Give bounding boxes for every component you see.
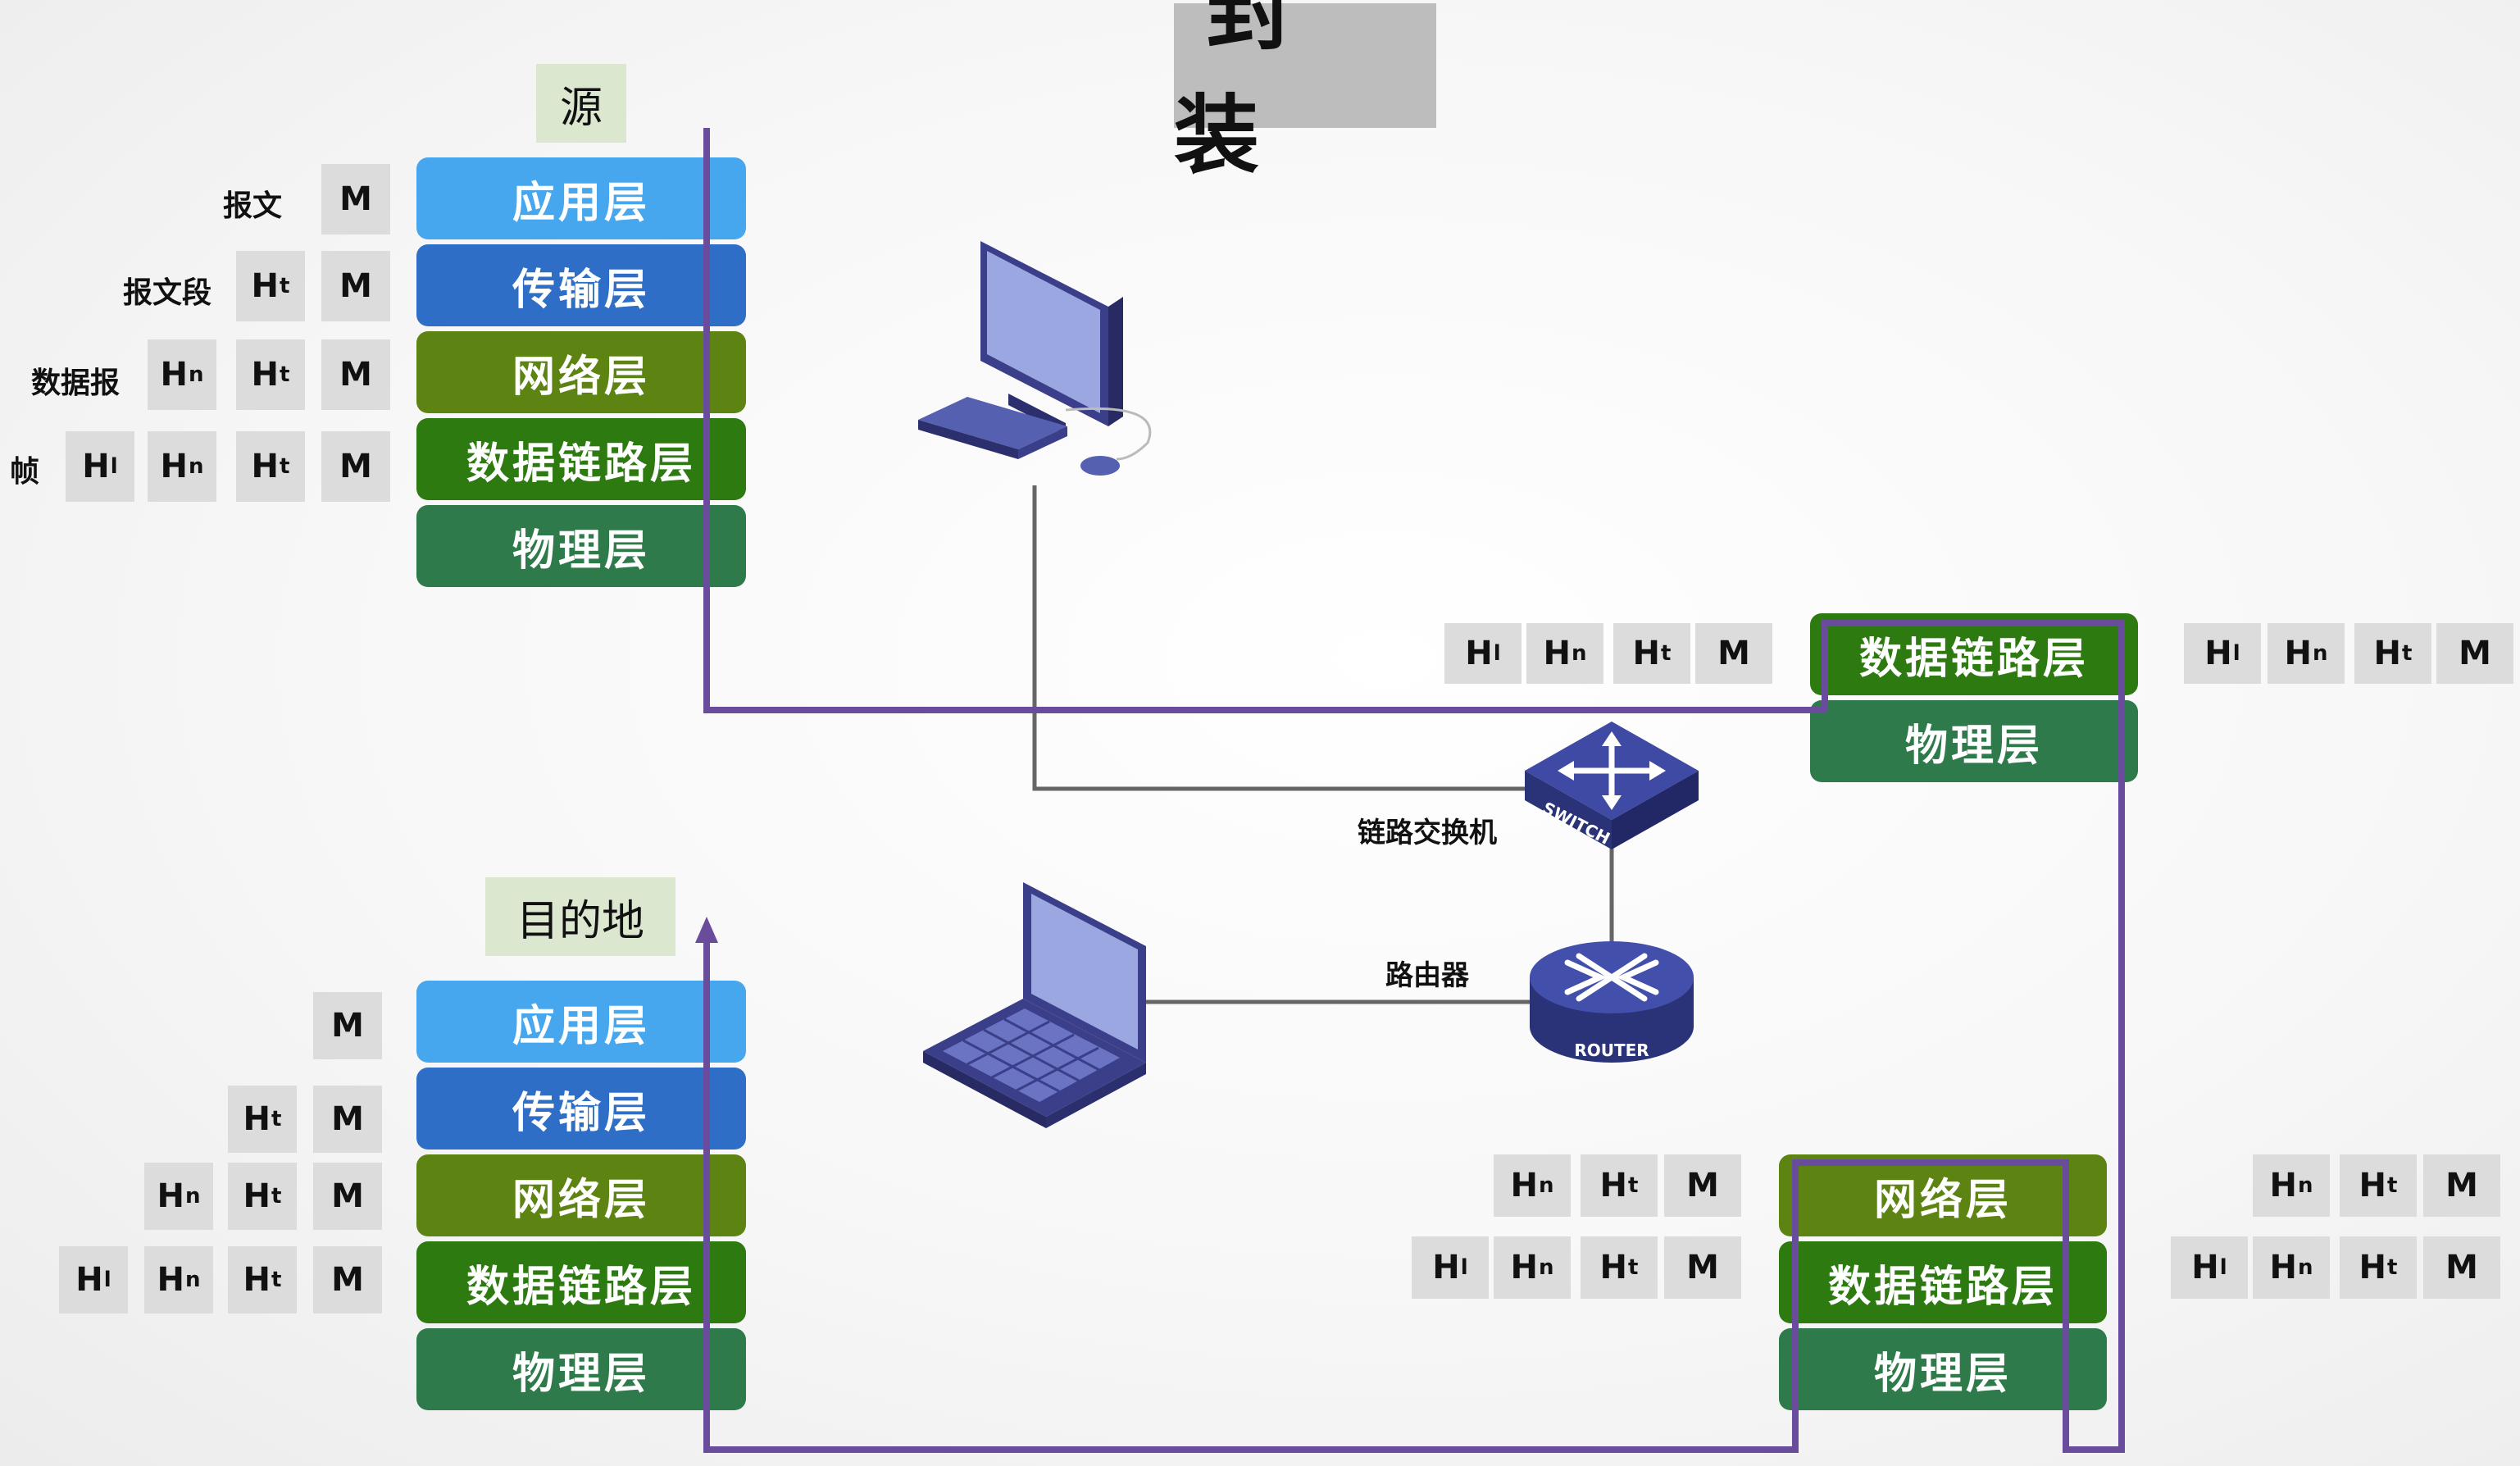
destination-layer-network: 网络层 xyxy=(416,1154,746,1236)
switch-label: 链路交换机 xyxy=(1358,817,1497,849)
header-m: M xyxy=(2436,623,2513,684)
header-m: M xyxy=(1664,1236,1741,1299)
router-layer-network: 网络层 xyxy=(1779,1154,2107,1236)
header-m: M xyxy=(313,992,382,1059)
path-arrow-head xyxy=(695,917,718,943)
router-layer-physical: 物理层 xyxy=(1779,1328,2107,1410)
row-label-datagram: 数据报 xyxy=(30,366,120,400)
header-m: M xyxy=(313,1163,382,1230)
source-caption: 源 xyxy=(536,64,626,143)
svg-text:ROUTER: ROUTER xyxy=(1574,1040,1649,1060)
page-title: 封 装 xyxy=(1174,0,1436,185)
header-m: M xyxy=(2423,1236,2500,1299)
source-layer-physical: 物理层 xyxy=(416,505,746,587)
destination-layer-application: 应用层 xyxy=(416,981,746,1063)
encapsulation-path xyxy=(695,128,2125,1453)
header-m: M xyxy=(321,339,390,410)
destination-layer-transport: 传输层 xyxy=(416,1068,746,1150)
header-m: M xyxy=(321,164,390,234)
source-layer-datalink: 数据链路层 xyxy=(416,418,746,500)
header-m: M xyxy=(1664,1154,1741,1217)
header-m: M xyxy=(321,251,390,321)
source-layer-transport: 传输层 xyxy=(416,244,746,326)
destination-caption: 目的地 xyxy=(485,877,675,956)
router-label: 路由器 xyxy=(1385,959,1469,992)
switch-icon: SWITCH xyxy=(1525,722,1699,849)
header-m: M xyxy=(2423,1154,2500,1217)
source-layer-application: 应用层 xyxy=(416,157,746,239)
switch-layer-datalink: 数据链路层 xyxy=(1810,613,2138,695)
row-label-message: 报文 xyxy=(222,189,282,223)
destination-layer-physical: 物理层 xyxy=(416,1328,746,1410)
destination-layer-datalink: 数据链路层 xyxy=(416,1241,746,1323)
laptop-icon xyxy=(923,882,1146,1128)
header-m: M xyxy=(313,1086,382,1153)
row-label-frame: 帧 xyxy=(9,454,39,489)
header-m: M xyxy=(321,431,390,502)
router-icon: ROUTER xyxy=(1530,941,1694,1063)
cable-pc-switch xyxy=(1032,485,1551,791)
source-layer-network: 网络层 xyxy=(416,331,746,413)
switch-layer-physical: 物理层 xyxy=(1810,700,2138,782)
header-m: M xyxy=(313,1246,382,1313)
network-cables xyxy=(1032,485,1614,1004)
desktop-computer-icon xyxy=(918,241,1152,476)
row-label-segment: 报文段 xyxy=(122,275,212,310)
router-layer-datalink: 数据链路层 xyxy=(1779,1241,2107,1323)
path-line xyxy=(703,128,2125,1453)
header-m: M xyxy=(1695,623,1772,684)
